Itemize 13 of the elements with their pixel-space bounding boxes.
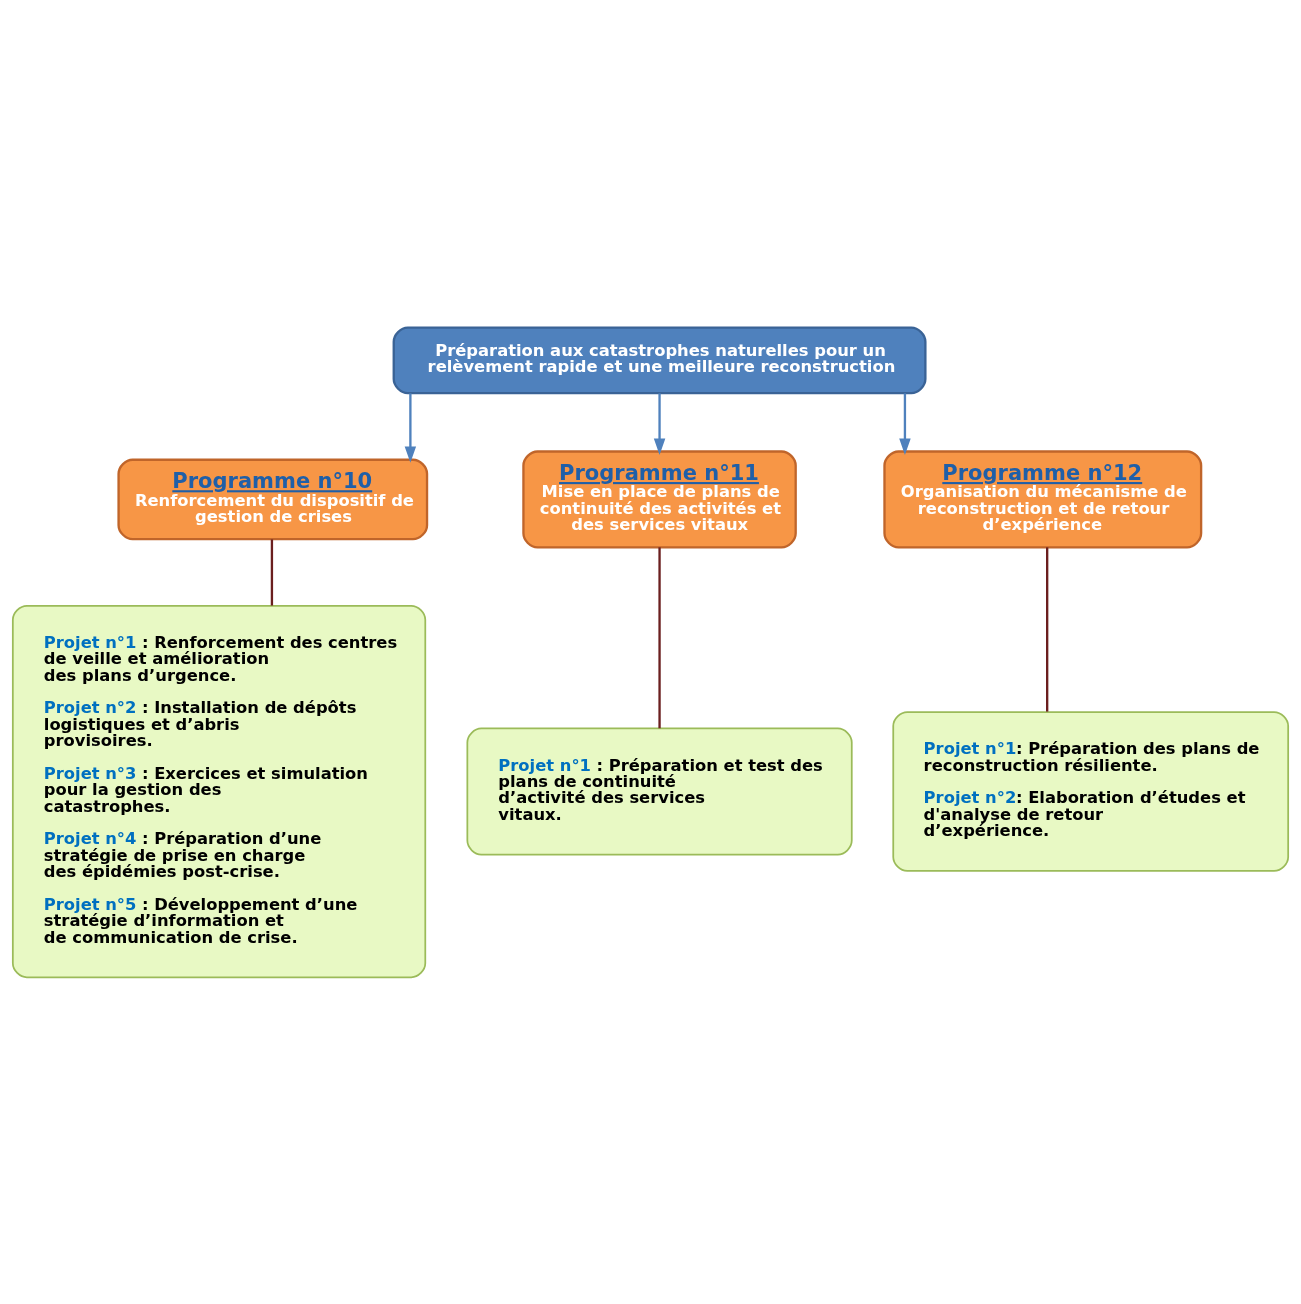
- arrow: [404, 392, 417, 463]
- node-box: Programme n°10 Renforcement du dispositif de gestion de crises: [117, 458, 429, 540]
- arrow: [653, 392, 666, 455]
- connector: [658, 546, 661, 728]
- node-box: Préparation aux catastrophes naturelles pour un relèvement rapide et une meilleure reconstruction: [392, 326, 927, 394]
- node-box: Programme n°11 Mise en place de plans de continuité des activités et des services vitaux: [522, 449, 797, 548]
- connector: [1046, 546, 1049, 712]
- node-box: Programme n°12 Organisation du mécanisme de reconstruction et de retour d’expérience: [883, 449, 1203, 548]
- connector: [270, 538, 274, 606]
- arrow: [899, 392, 911, 455]
- node-box: Projet n°1 : Préparation et test des plans de continuité d’activité des services vitaux.: [466, 727, 853, 855]
- node-box: Projet n°1: Préparation des plans de reconstruction résiliente. Projet n°2: Elaboration d’études et d'analyse de retour d’expérience.: [892, 710, 1290, 872]
- node-box: Projet n°1 : Renforcement des centres de veille et amélioration des plans d’urgence. Projet n°2 : Installation de dépôts logistiques et d’abris provisoires. Projet n°3 : Exercices et simulation pour la gestion des catastrophes. Projet n°4 : Préparation d’une stratégie de prise en charge des épidémies post-crise. Projet n°5 : Développement d’une stratégie d’information et de communication de crise.: [11, 604, 427, 978]
